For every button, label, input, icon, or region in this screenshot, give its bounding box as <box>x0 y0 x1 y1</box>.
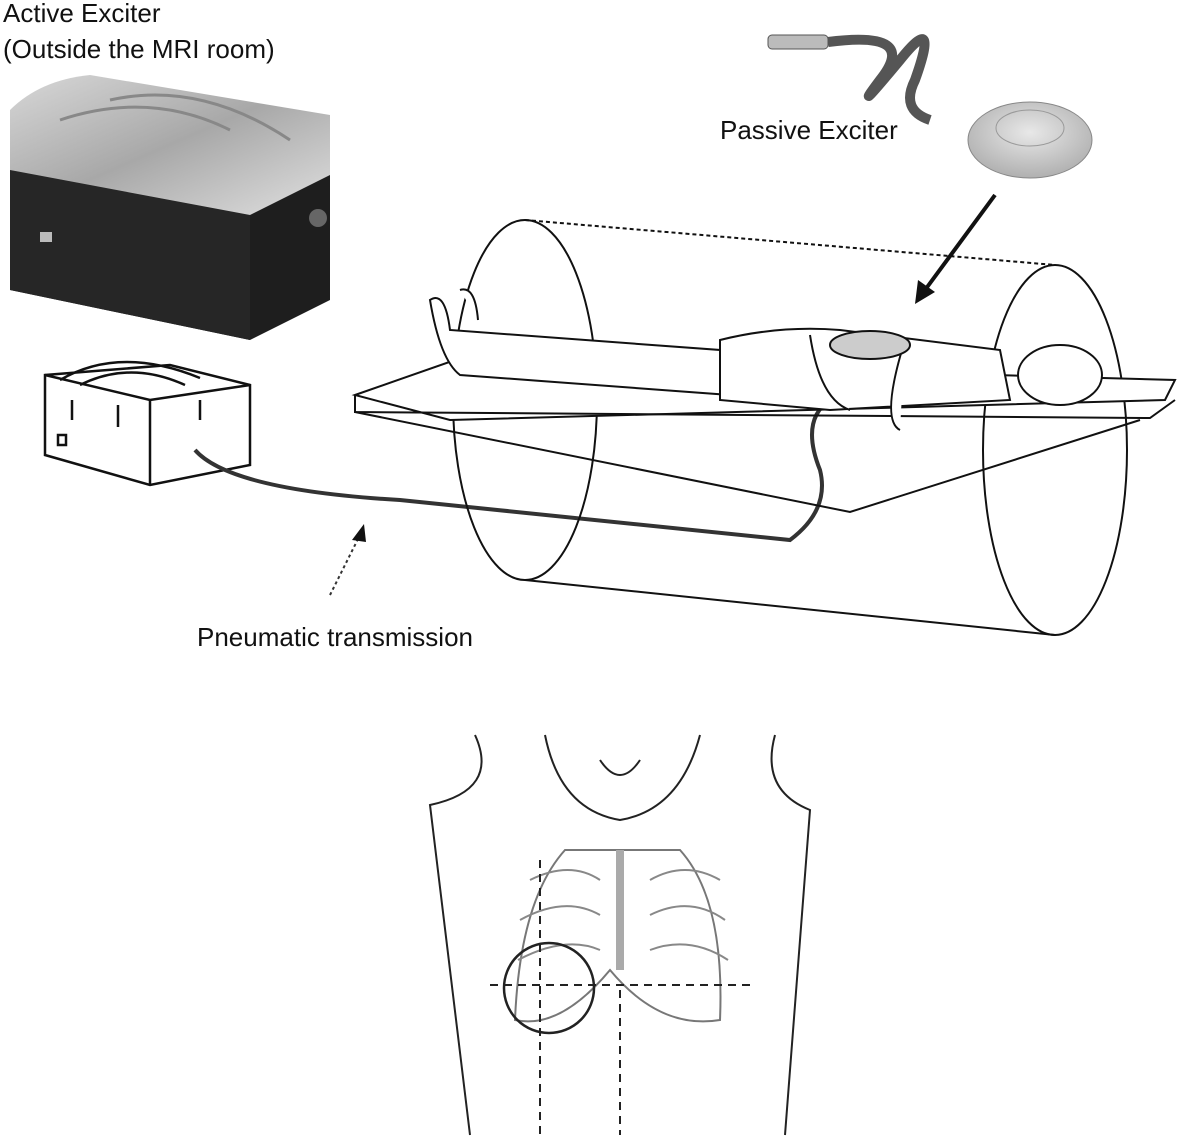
passive-exciter-device <box>767 34 1093 179</box>
rib-cage-illustration <box>428 734 812 1136</box>
active-exciter-sublabel: (Outside the MRI room) <box>3 34 275 64</box>
pneumatic-transmission-label: Pneumatic transmission <box>197 622 473 652</box>
passive-arrow <box>915 193 997 304</box>
active-exciter-label: Active Exciter <box>3 0 161 28</box>
passive-exciter-label: Passive Exciter <box>720 115 898 145</box>
patient-figure <box>428 288 1103 431</box>
pneumatic-arrow <box>329 524 366 596</box>
mri-bore <box>452 219 1128 636</box>
active-exciter-device <box>10 75 330 340</box>
liver-target-circle <box>502 941 596 1035</box>
